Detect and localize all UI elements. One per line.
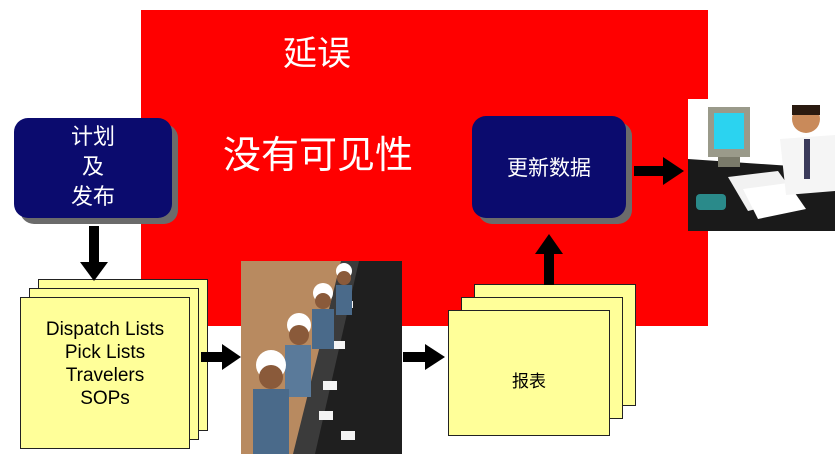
- arrow-workers-to-reports: [403, 344, 445, 370]
- reports-stack: 报表: [448, 284, 638, 454]
- arrow-docs-to-workers: [201, 344, 241, 370]
- sops-label: SOPs: [80, 388, 130, 409]
- arrow-plan-to-docs: [80, 226, 108, 281]
- man-at-computer-picture: [688, 99, 835, 231]
- plan-line-2: 及: [81, 155, 104, 180]
- assembly-line-workers-picture: [241, 261, 402, 454]
- update-data-box: 更新数据: [472, 116, 626, 218]
- documents-stack-left: Dispatch Lists Pick Lists Travelers SOPs: [20, 279, 210, 454]
- arrow-update-to-man: [634, 157, 684, 185]
- travelers-label: Travelers: [65, 365, 145, 386]
- update-data-label: 更新数据: [507, 156, 591, 180]
- no-visibility-label: 没有可见性: [223, 133, 414, 177]
- dispatch-lists-label: Dispatch Lists: [45, 319, 165, 340]
- report-sheet-front: 报表: [448, 310, 610, 436]
- delay-label: 延误: [283, 34, 351, 74]
- reports-label: 报表: [512, 372, 546, 392]
- plan-line-1: 计划: [70, 125, 115, 150]
- doc-sheet-front: Dispatch Lists Pick Lists Travelers SOPs: [20, 297, 190, 449]
- arrow-reports-to-update: [535, 234, 563, 285]
- plan-release-box: 计划 及 发布: [14, 118, 172, 218]
- pick-lists-label: Pick Lists: [64, 342, 146, 363]
- plan-line-3: 发布: [70, 185, 115, 210]
